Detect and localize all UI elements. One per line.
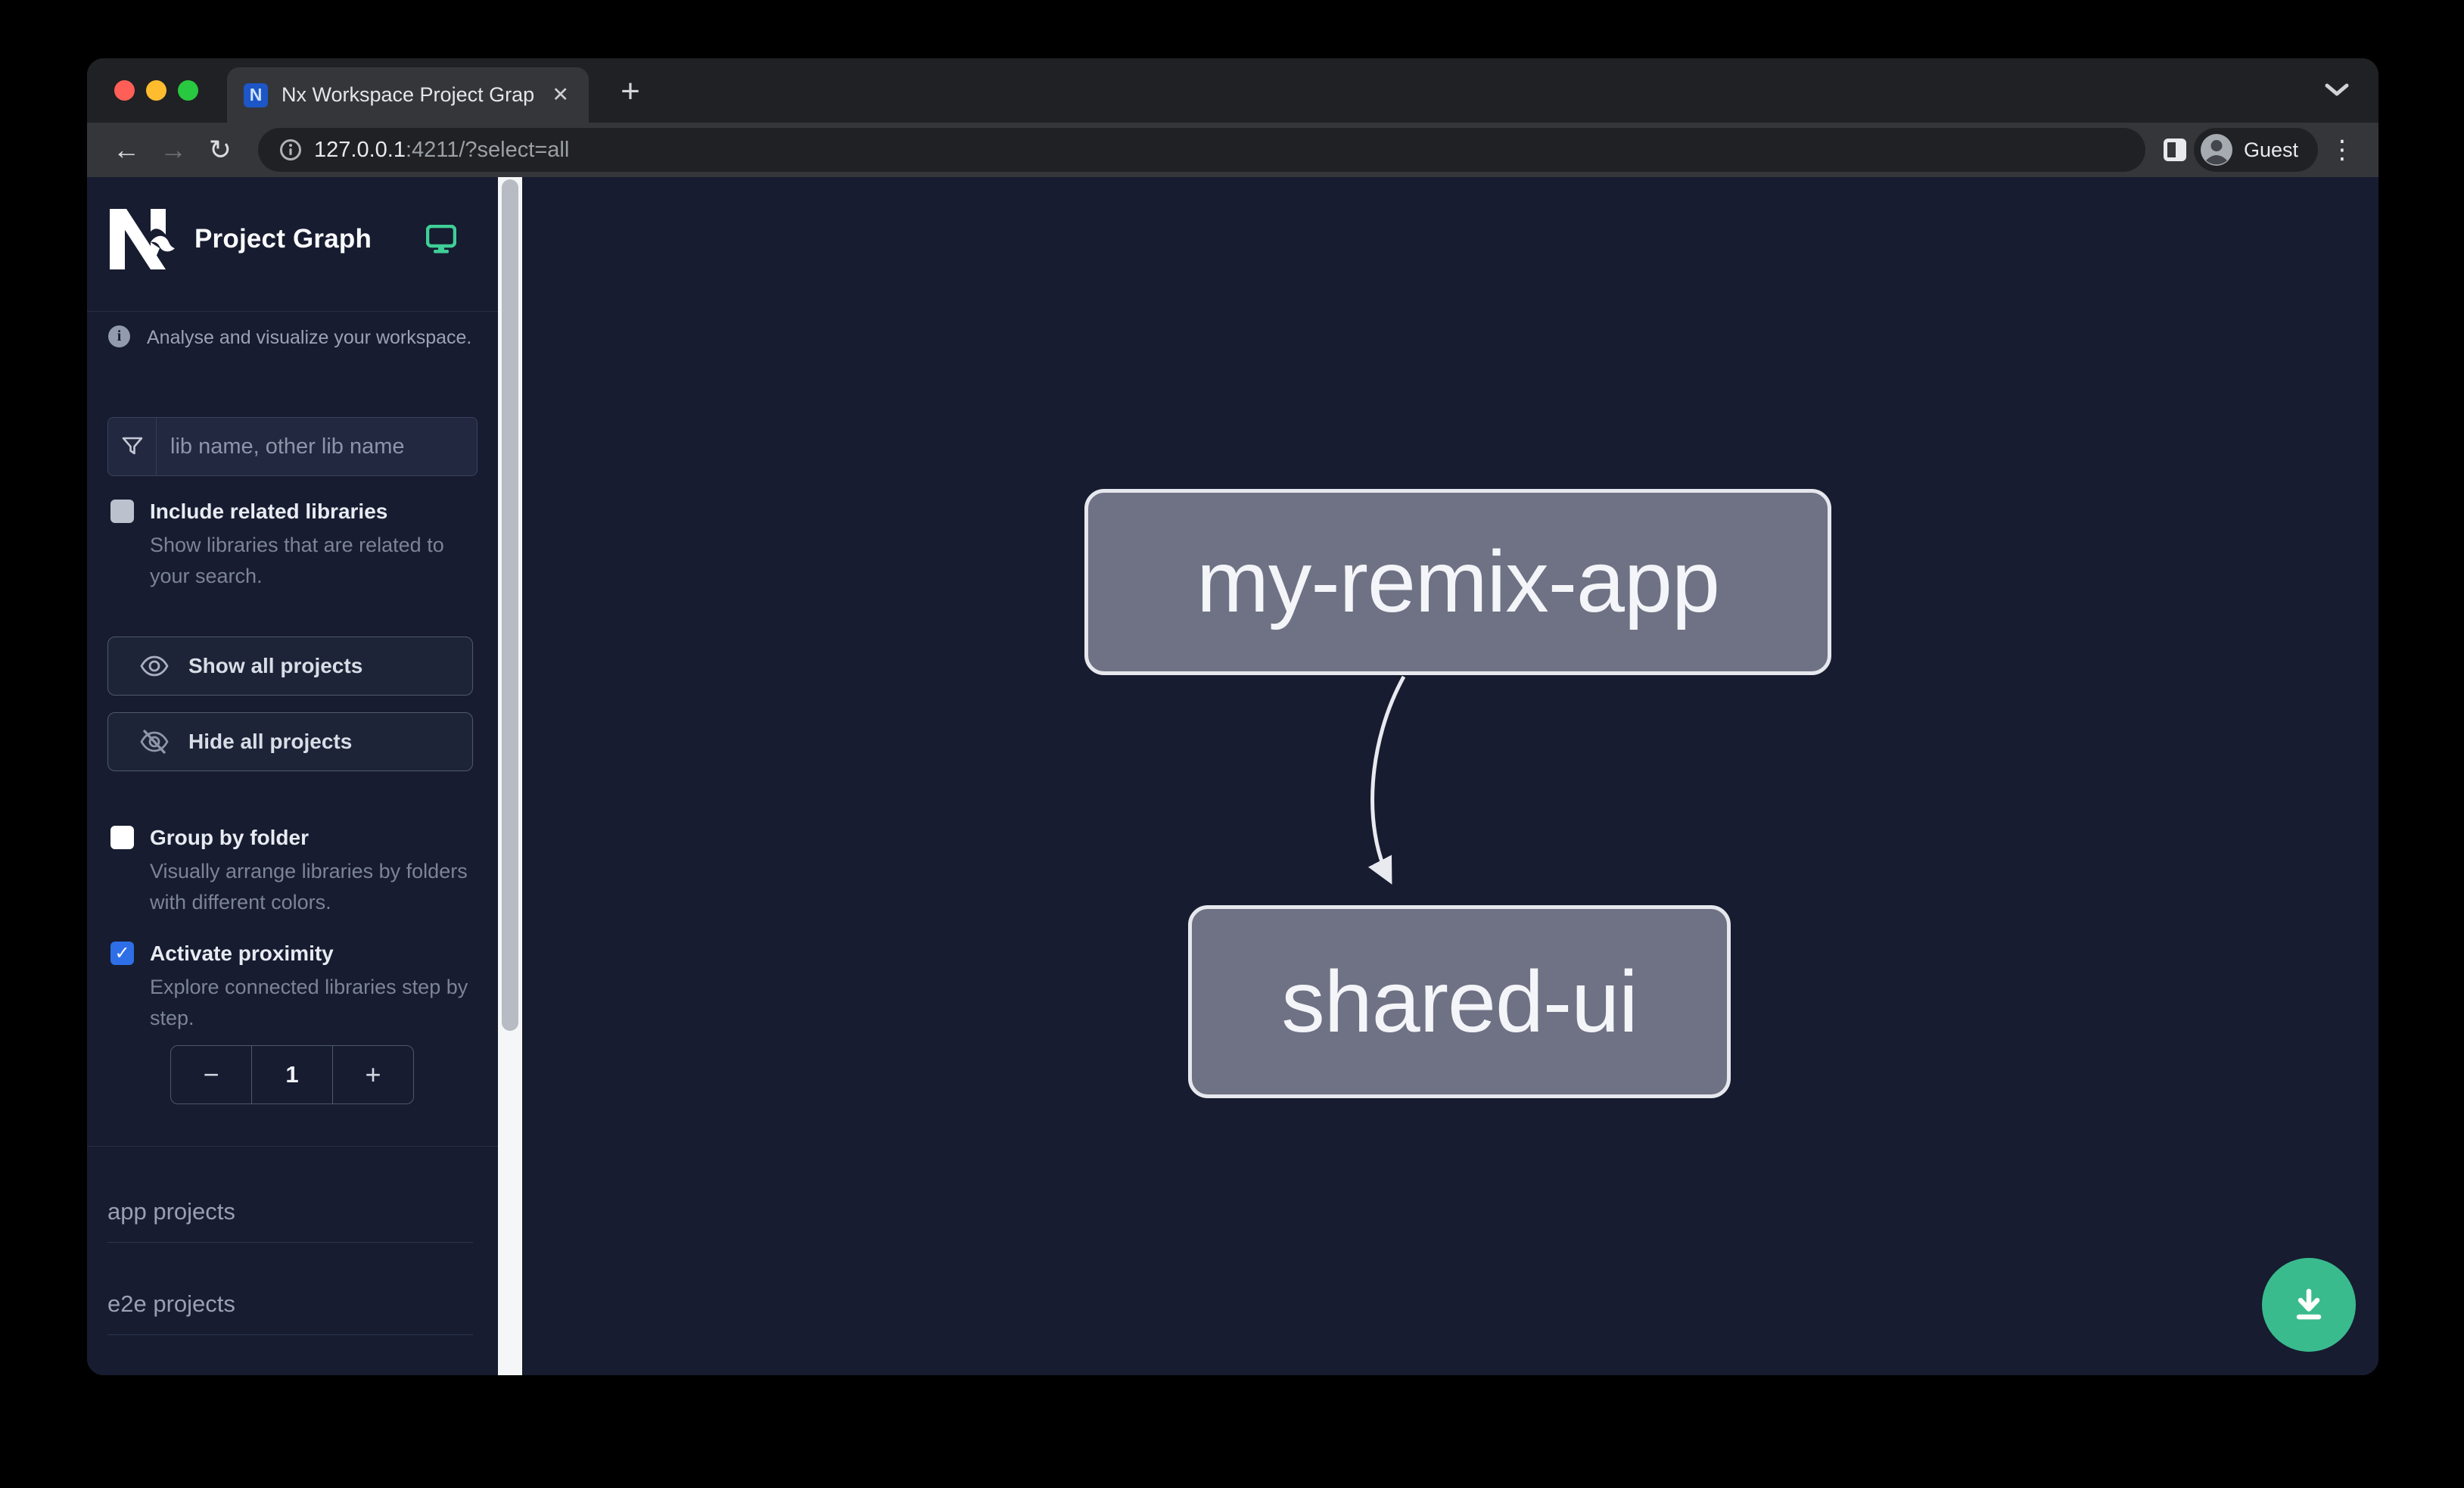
close-window-button[interactable] [114,80,135,101]
increment-button[interactable]: + [332,1046,413,1104]
forward-icon[interactable]: → [160,134,187,165]
site-info-icon[interactable] [279,139,302,161]
proximity-depth-stepper: − 1 + [170,1045,414,1104]
minimize-window-button[interactable] [146,80,166,101]
node-shared-ui[interactable]: shared-ui [1188,905,1731,1098]
sidebar: Project Graph i Analyse and visualize yo… [87,177,498,1375]
sidebar-header: Project Graph [110,203,478,275]
section-label: app projects [107,1198,235,1225]
hide-all-projects-button[interactable]: Hide all projects [107,712,473,771]
eye-off-icon [140,730,169,754]
info-icon: i [108,325,130,347]
back-icon[interactable]: ← [113,134,140,165]
node-label: shared-ui [1281,953,1638,1051]
download-icon [2296,1288,2322,1320]
sidebar-scrollbar[interactable] [498,177,522,1375]
reload-icon[interactable]: ↻ [208,134,232,165]
include-related-option: Include related libraries Show libraries… [110,498,478,634]
nx-favicon-icon: N [244,82,268,107]
decrement-button[interactable]: − [203,1059,219,1090]
depth-value: 1 [251,1046,332,1104]
activate-proximity-label: Activate proximity [150,942,334,965]
new-tab-button[interactable]: + [621,73,640,110]
node-label: my-remix-app [1196,534,1720,630]
checkmark-icon: ✓ [114,943,130,963]
section-rule [107,1242,473,1243]
scrollbar-thumb[interactable] [502,179,518,1031]
close-tab-icon[interactable]: ✕ [552,83,569,106]
node-my-remix-app[interactable]: my-remix-app [1084,489,1831,675]
search-input[interactable] [157,434,477,459]
rankdir-monitor-icon[interactable] [426,225,456,254]
browser-window: N Nx Workspace Project Graph ✕ + ← → ↻ 1… [87,58,2378,1375]
eye-icon [140,655,169,677]
include-related-label: Include related libraries [150,500,388,523]
page-content: Project Graph i Analyse and visualize yo… [87,177,2378,1375]
group-by-folder-option: Group by folder Visually arrange librari… [110,824,478,968]
url-path: :4211/?select=all [405,137,570,162]
project-graph-canvas[interactable]: my-remix-app shared-ui [522,177,2378,1375]
address-bar[interactable]: 127.0.0.1:4211/?select=all [258,128,2145,172]
page-title: Project Graph [194,224,372,254]
divider [87,311,498,312]
download-image-button[interactable] [2262,1258,2356,1352]
browser-toolbar: ← → ↻ 127.0.0.1:4211/?select=all Guest ⋮ [87,123,2378,177]
avatar-icon [2200,134,2232,166]
divider [87,1146,498,1147]
maximize-window-button[interactable] [178,80,198,101]
workspace-tagline-row: i Analyse and visualize your workspace. [108,325,483,349]
browser-menu-icon[interactable]: ⋮ [2329,135,2355,164]
search-box [107,417,478,476]
show-all-projects-label: Show all projects [188,654,363,677]
activate-proximity-option: ✓ Activate proximity Explore connected l… [110,940,478,1084]
include-related-checkbox[interactable] [110,500,134,523]
profile-label: Guest [2243,138,2298,161]
browser-tab-strip: N Nx Workspace Project Graph ✕ + [87,58,2378,123]
side-panel-icon[interactable] [2163,139,2186,161]
nx-logo [110,209,175,269]
window-controls [114,80,198,101]
show-all-projects-button[interactable]: Show all projects [107,637,473,696]
section-label: e2e projects [107,1290,235,1317]
edge-my-remix-app-to-shared-ui[interactable] [1367,675,1406,885]
url-host: 127.0.0.1 [314,137,406,162]
edge-layer [1367,675,1406,885]
tab-list-chevron-down-icon[interactable] [2324,82,2350,98]
activate-proximity-desc: Explore connected libraries step by step… [150,976,468,1029]
filter-icon [108,418,157,475]
hide-all-projects-label: Hide all projects [188,730,353,753]
tab-title: Nx Workspace Project Graph [282,83,536,106]
group-by-folder-desc: Visually arrange libraries by folders wi… [150,860,468,914]
group-by-folder-label: Group by folder [150,826,309,849]
url-text: 127.0.0.1:4211/?select=all [314,138,569,163]
include-related-desc: Show libraries that are related to your … [150,534,444,587]
group-by-folder-checkbox[interactable] [110,826,134,849]
section-rule [107,1334,473,1335]
workspace-tagline: Analyse and visualize your workspace. [147,327,472,348]
section-app-projects[interactable]: app projects [107,1198,473,1243]
profile-button[interactable]: Guest [2193,128,2318,172]
activate-proximity-checkbox[interactable]: ✓ [110,942,134,965]
browser-tab[interactable]: N Nx Workspace Project Graph ✕ [227,67,589,123]
section-e2e-projects[interactable]: e2e projects [107,1290,473,1335]
